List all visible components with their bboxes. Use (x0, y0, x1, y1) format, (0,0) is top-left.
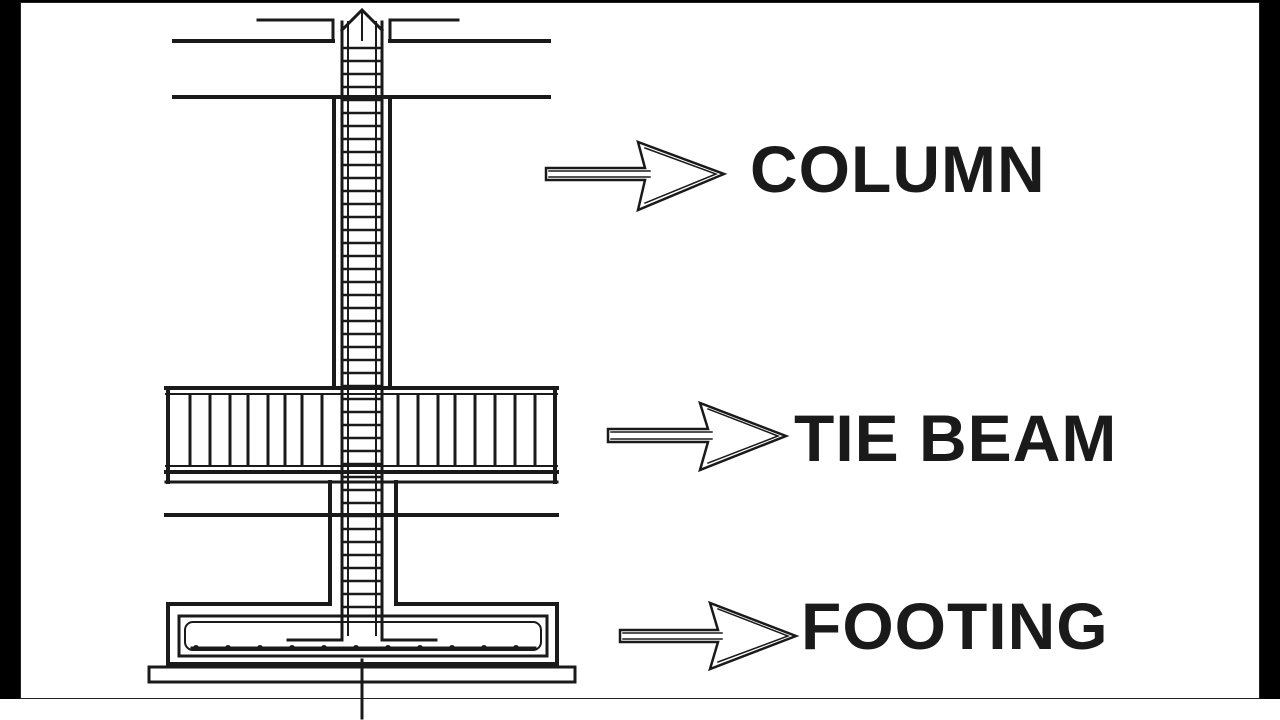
column-stub (164, 480, 559, 606)
footing-bar-dot (513, 645, 519, 651)
bottom-strip (0, 699, 1280, 720)
footing-bar-dot (321, 645, 327, 651)
arrow-tie-beam (606, 400, 790, 473)
footing-bar-dot (193, 645, 199, 651)
footing-bar-dot (449, 645, 455, 651)
column-rebars (339, 7, 385, 637)
footing-bar-dot (353, 645, 359, 651)
diagram-frame (20, 2, 1260, 699)
footing-bar-dot (225, 645, 231, 651)
footing (147, 602, 577, 720)
footing-bar-dot (385, 645, 391, 651)
column-outline (332, 95, 392, 390)
footing-bar-dots (193, 645, 519, 651)
tie-beam (164, 386, 559, 484)
footing-bar-dot (257, 645, 263, 651)
footing-bar-dot (289, 645, 295, 651)
arrow-footing (618, 600, 800, 672)
label-tie-beam: TIE BEAM (794, 401, 1118, 475)
slab (172, 18, 551, 99)
tie-beam-stirrups (188, 394, 537, 466)
arrow-column (544, 139, 728, 213)
label-column: COLUMN (750, 132, 1046, 206)
footing-bar-dot (481, 645, 487, 651)
label-footing: FOOTING (801, 589, 1109, 663)
column-stirrups (340, 46, 384, 609)
footing-bar-dot (417, 645, 423, 651)
